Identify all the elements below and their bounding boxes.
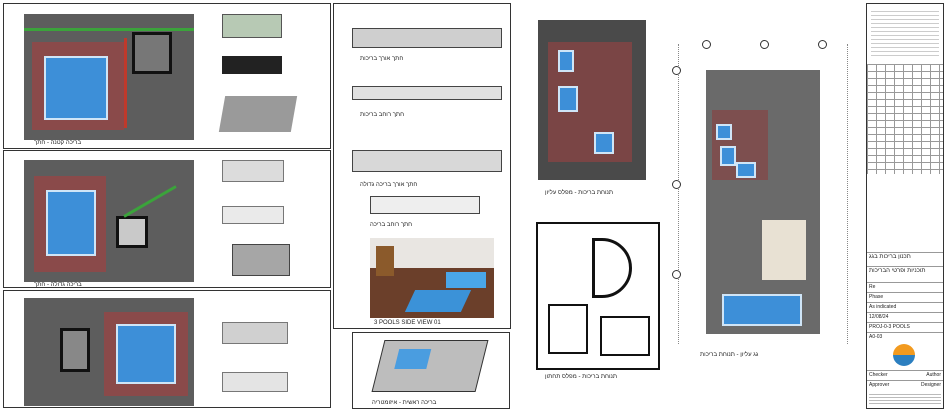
green-pipe (24, 28, 194, 31)
grid-bubble (672, 270, 681, 279)
pool (594, 132, 614, 154)
caption-detail-top: בריכה קטנה - חתך (34, 140, 82, 146)
tb-sheet-title: תוכניות ופרטי הבריכות (867, 266, 943, 275)
pool (736, 162, 756, 178)
terrace (762, 220, 806, 280)
stair (592, 238, 632, 298)
render-pool-2 (404, 290, 472, 312)
pool (46, 190, 96, 256)
red-pipe (124, 38, 127, 128)
tb-row-5: A0-03 (867, 332, 943, 341)
grid-bubble (672, 180, 681, 189)
render-pool-1 (446, 272, 486, 288)
section-thumb (222, 14, 282, 38)
iso-thumb (218, 96, 298, 132)
pool-main (722, 294, 802, 326)
tb-row-0: Re (867, 282, 943, 291)
grid-bubble (702, 40, 711, 49)
pool (558, 50, 574, 72)
caption-iso-bottom: בריכה ראשית - איזומטריה (372, 400, 437, 406)
title-block: תכנון בריכות בגג תוכניות ופרטי הבריכות R… (866, 3, 944, 409)
iso-pool-water (394, 349, 432, 369)
pool-plan-main (24, 298, 194, 406)
green-pipe (123, 185, 177, 218)
tb-row-3: 12/08/24 (867, 312, 943, 321)
caption-detail-mid: בריכה גדולה - חתך (34, 282, 82, 288)
iso-thumb (232, 244, 290, 276)
footer-notes (869, 392, 941, 406)
iso-main-pool (371, 340, 489, 392)
caption-render: 3 POOLS SIDE VIEW 01 (374, 320, 441, 326)
section-view-b (352, 86, 502, 100)
room (548, 304, 588, 354)
equipment-box (116, 216, 148, 248)
pool (44, 56, 108, 120)
caption-section-c: חתך אורך בריכה גדולה (360, 182, 418, 188)
tb-project: תכנון בריכות בגג (867, 252, 943, 261)
tb-row-2: As indicated (867, 302, 943, 311)
room (600, 316, 650, 356)
grid-bubble (760, 40, 769, 49)
render-door (376, 246, 394, 276)
section-thumb (222, 206, 284, 224)
grid-bubble (672, 66, 681, 75)
tb-approver: Approver Designer (867, 380, 943, 389)
section-thumb (222, 160, 284, 182)
revision-grid (867, 64, 943, 174)
section-view-c (352, 150, 502, 172)
pool-plan-small (24, 14, 194, 140)
pool (716, 124, 732, 140)
notes-area (871, 8, 939, 56)
caption-section-d: חתך רוחב בריכה (370, 222, 413, 228)
pool (558, 86, 578, 112)
approver-label: Approver (869, 382, 890, 388)
checker-label: Checker (869, 372, 888, 378)
pool-plan-large (24, 160, 194, 282)
detail-band-bottom (3, 290, 331, 408)
roof-plan (706, 70, 820, 334)
pool (720, 146, 736, 166)
section-view-a (352, 28, 502, 48)
section-thumb (222, 56, 282, 74)
author-label: Author (926, 372, 941, 378)
plan-lower (536, 222, 660, 370)
grid-bubble (818, 40, 827, 49)
pump-room (60, 328, 90, 372)
caption-plan-right: גג עליון - תנוחת בריכות (700, 352, 759, 358)
render-3d (370, 238, 494, 318)
caption-plan-lower: תנוחת בריכות - מפלס תחתון (545, 374, 618, 380)
pool (116, 324, 176, 384)
iso-frame (352, 332, 510, 409)
tb-checker: Checker Author (867, 370, 943, 379)
plan-upper (538, 20, 646, 180)
section-view-d (370, 196, 480, 214)
caption-plan-mid: תנוחת בריכות - מפלס עליון (545, 190, 614, 196)
detail-band-middle (3, 150, 331, 288)
caption-section-a: חתך אורך בריכות (360, 56, 404, 62)
section-thumb (222, 372, 288, 392)
tb-row-1: Phase (867, 292, 943, 301)
tb-row-4: PROJ-0-3 POOLS (867, 322, 943, 331)
section-thumb (222, 322, 288, 344)
grid-lines (678, 44, 848, 344)
caption-section-b: חתך רוחב בריכות (360, 112, 405, 118)
pump-room (132, 32, 172, 74)
designer-label: Designer (920, 382, 941, 388)
center-frame (333, 3, 511, 329)
detail-band-top (3, 3, 331, 149)
company-logo (893, 344, 915, 366)
